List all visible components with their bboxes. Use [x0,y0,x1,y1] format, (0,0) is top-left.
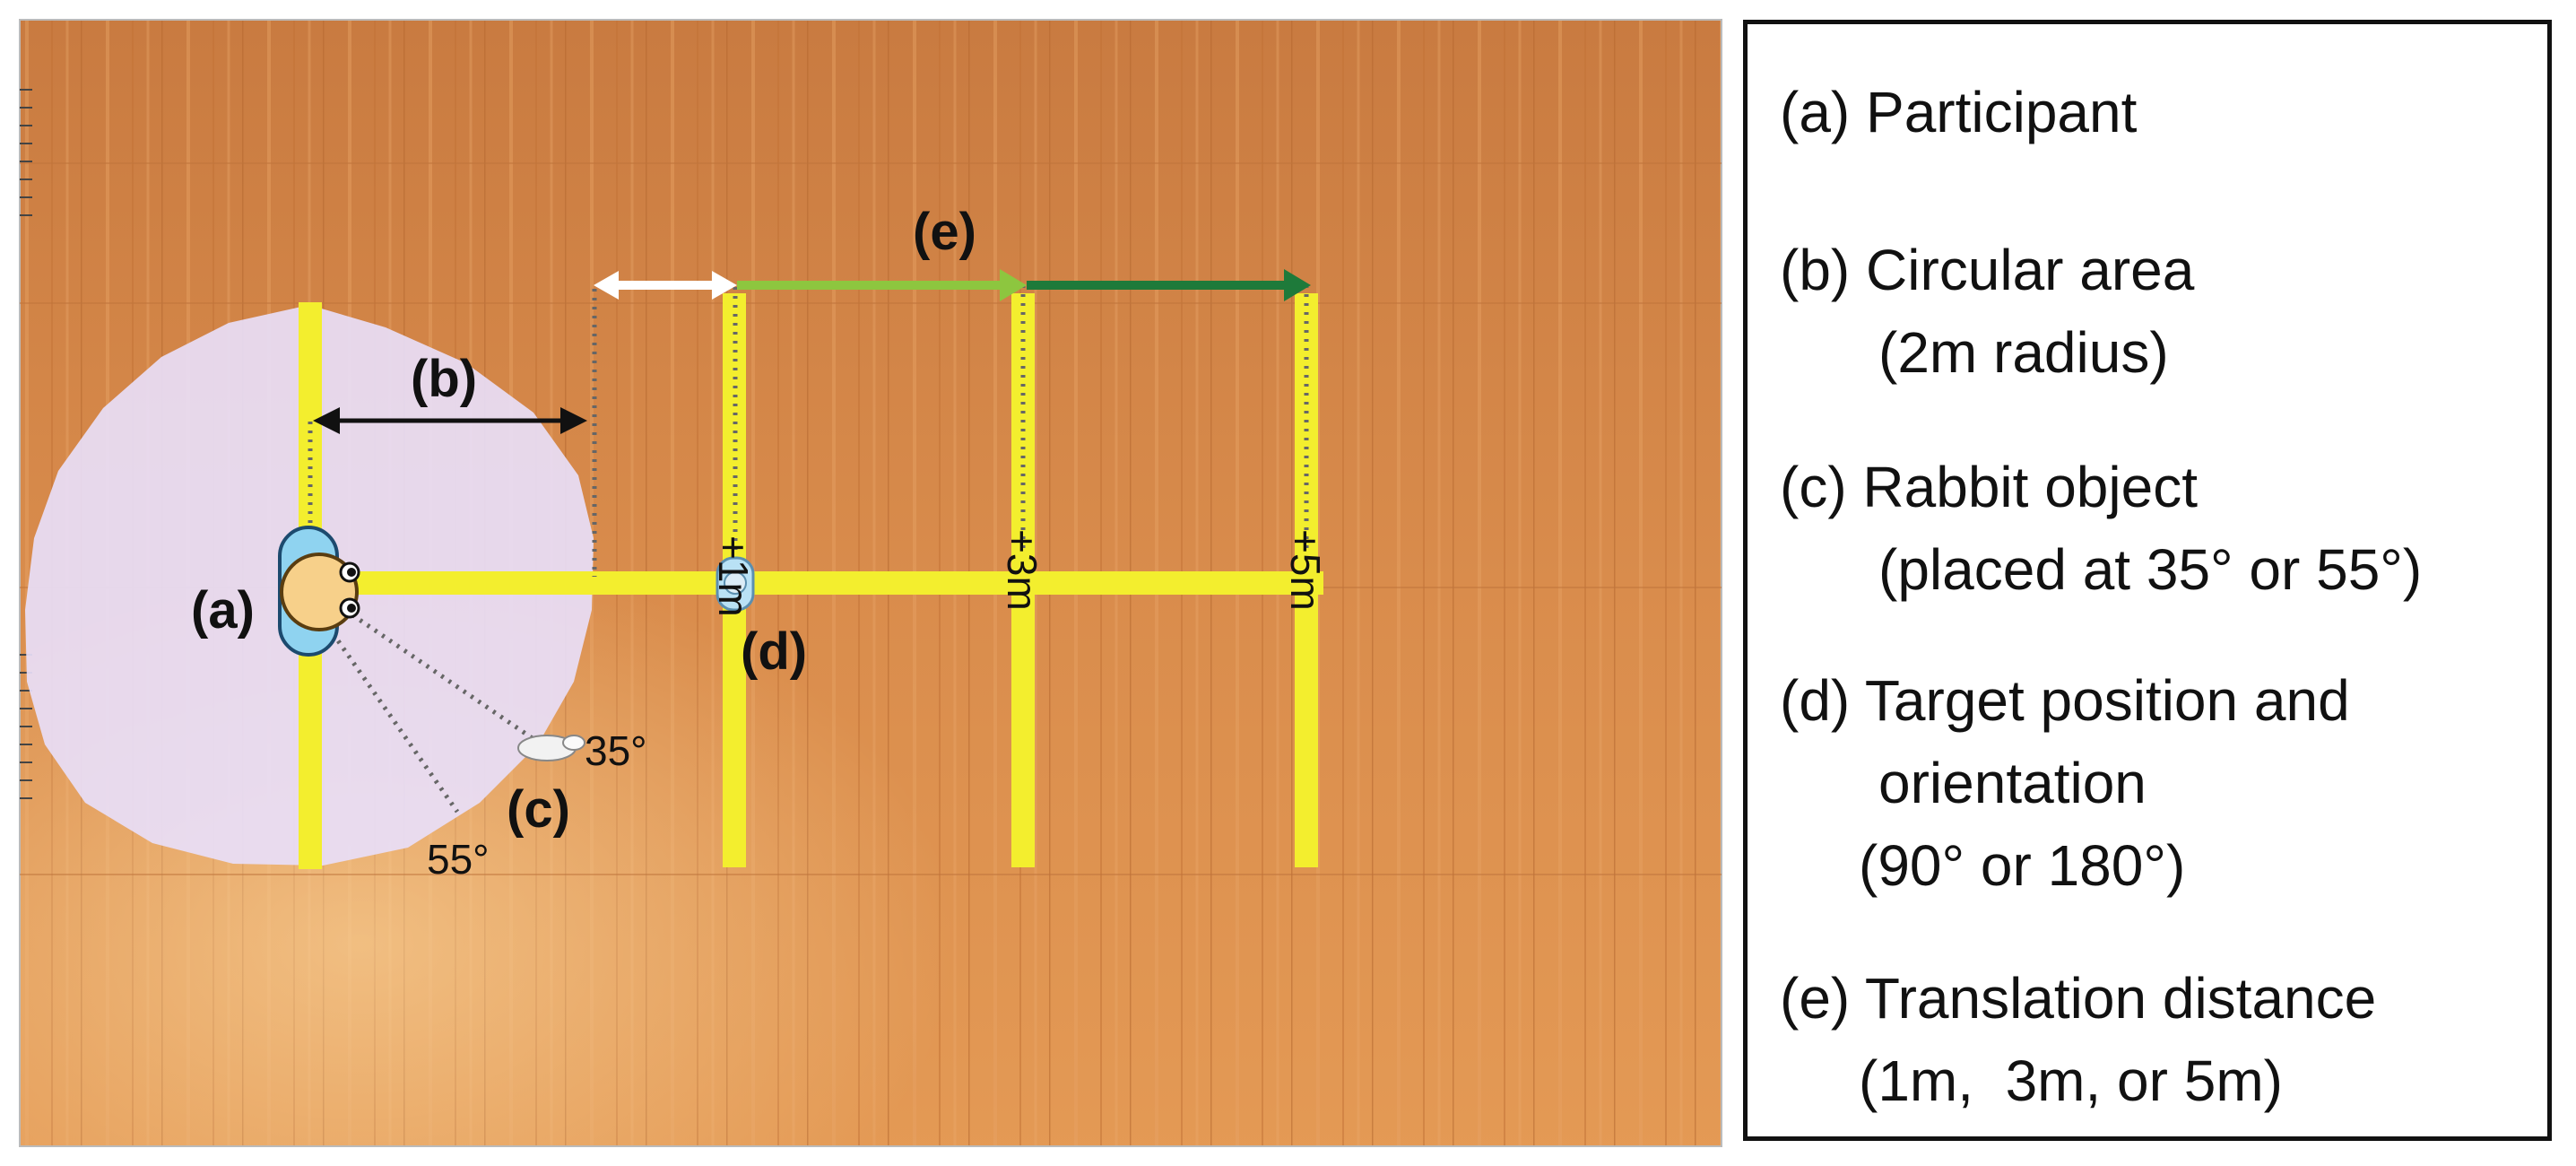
label-a: (a) [191,581,255,640]
label-e: (e) [913,203,976,261]
marker-1m: +1m [710,535,757,617]
legend-panel: (a) Participant (b) Circular area (2m ra… [1743,20,2552,1141]
legend-item-detail: (1m, 3m, or 5m) [1859,1049,2283,1113]
legend-item-label: (e) Translation distance [1780,966,2377,1031]
dotted-guides [308,285,1309,814]
label-c: (c) [507,780,570,839]
legend-item-detail: orientation [1878,751,2147,815]
legend-item-label: (d) Target position and [1780,668,2350,733]
ruler-ticks [20,89,32,799]
marker-3m: +3m [999,529,1045,611]
rabbit-icon [517,735,585,761]
angle-35: 35° [585,727,647,774]
target-figure-icon [716,556,755,612]
legend-item-detail: (2m radius) [1878,320,2169,385]
legend-item-label: (c) Rabbit object [1780,455,2198,519]
label-d: (d) [741,622,807,681]
participant-icon [278,526,360,657]
setup-diagram: (a) (b) (c) (d) (e) 35° 55° +1m +3m +5m [19,19,1722,1147]
translation-arrows [594,269,1311,301]
legend-item-a: (a) Participant [1780,71,2137,153]
legend-item-detail: (placed at 35° or 55°) [1878,537,2423,602]
angle-55: 55° [427,836,490,883]
legend-item-detail: (90° or 180°) [1859,833,2186,898]
marker-5m: +5m [1282,529,1329,611]
legend-item-d: (d) Target position and orientation (90°… [1780,659,2350,907]
legend-item-label: (b) Circular area [1780,238,2195,302]
legend-item-label: (a) Participant [1780,80,2138,144]
legend-item-c: (c) Rabbit object (placed at 35° or 55°) [1780,446,2422,611]
label-b: (b) [411,350,477,408]
legend-item-b: (b) Circular area (2m radius) [1780,229,2194,394]
legend-item-e: (e) Translation distance (1m, 3m, or 5m) [1780,957,2376,1122]
